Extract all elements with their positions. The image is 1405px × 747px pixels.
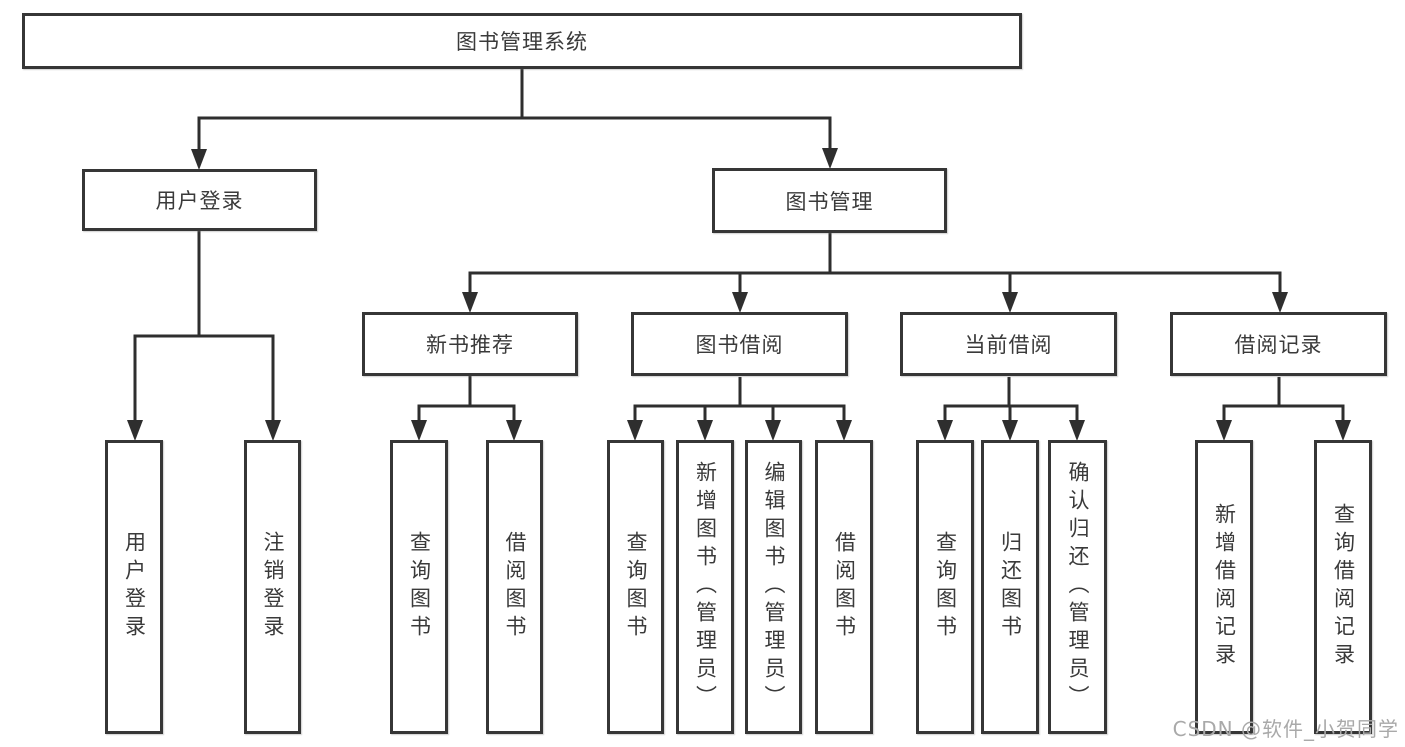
- node-user-login: 用户登录: [82, 169, 317, 231]
- node-new-book-recommendation: 新书推荐: [362, 312, 578, 376]
- leaf-add-book-admin: 新增图书（管理员）: [676, 440, 734, 734]
- node-label: 查询图书: [624, 531, 648, 643]
- node-label: 归还图书: [998, 531, 1023, 643]
- node-label: 借阅记录: [1234, 333, 1323, 357]
- leaf-edit-book-admin: 编辑图书（管理员）: [745, 440, 802, 734]
- node-library-management-system: 图书管理系统: [22, 13, 1022, 69]
- arrow-down-icon: [765, 420, 781, 441]
- node-label: 借阅图书: [832, 531, 857, 643]
- node-label: 查询图书: [933, 531, 958, 643]
- arrow-down-icon: [836, 420, 852, 441]
- leaf-borrow-books-2: 借阅图书: [815, 440, 873, 734]
- leaf-query-books-3: 查询图书: [916, 440, 974, 734]
- arrow-down-icon: [1002, 292, 1018, 313]
- node-label: 查询图书: [407, 531, 432, 643]
- node-label: 图书借阅: [695, 333, 784, 357]
- node-borrowing-records: 借阅记录: [1170, 312, 1387, 376]
- leaf-borrow-books-1: 借阅图书: [486, 440, 543, 734]
- arrow-down-icon: [697, 420, 713, 441]
- leaf-add-borrow-record: 新增借阅记录: [1195, 440, 1253, 734]
- node-label: 用户登录: [122, 531, 147, 643]
- leaf-user-login: 用户登录: [105, 440, 163, 734]
- node-label: 新增借阅记录: [1212, 503, 1237, 671]
- leaf-confirm-return-admin: 确认归还（管理员）: [1048, 440, 1107, 734]
- node-label: 注销登录: [261, 531, 285, 643]
- node-label: 新增图书（管理员）: [693, 461, 718, 713]
- arrow-down-icon: [937, 420, 953, 441]
- node-label: 当前借阅: [964, 333, 1053, 357]
- node-label: 编辑图书（管理员）: [762, 461, 786, 713]
- node-book-borrowing: 图书借阅: [631, 312, 848, 376]
- arrow-down-icon: [732, 292, 748, 313]
- arrow-down-icon: [1002, 420, 1018, 441]
- leaf-query-books-2: 查询图书: [607, 440, 664, 734]
- arrow-down-icon: [1272, 292, 1288, 313]
- leaf-return-book: 归还图书: [981, 440, 1039, 734]
- arrow-down-icon: [627, 420, 643, 441]
- node-label: 新书推荐: [426, 333, 514, 357]
- node-book-management: 图书管理: [712, 168, 947, 233]
- arrow-down-icon: [265, 420, 281, 441]
- arrow-down-icon: [506, 420, 522, 441]
- arrow-down-icon: [411, 420, 427, 441]
- arrow-down-icon: [1216, 420, 1232, 441]
- arrow-down-icon: [462, 292, 478, 313]
- node-label: 借阅图书: [503, 531, 527, 643]
- leaf-query-borrow-record: 查询借阅记录: [1314, 440, 1372, 734]
- node-label: 确认归还（管理员）: [1066, 461, 1090, 713]
- arrow-down-icon: [127, 420, 143, 441]
- leaf-query-books-1: 查询图书: [390, 440, 448, 734]
- node-label: 查询借阅记录: [1331, 503, 1356, 671]
- node-current-borrowing: 当前借阅: [900, 312, 1117, 376]
- node-label: 图书管理系统: [456, 30, 588, 54]
- node-label: 用户登录: [155, 189, 244, 213]
- arrow-down-icon: [1069, 420, 1085, 441]
- csdn-watermark: CSDN @软件_小贺同学: [1172, 717, 1399, 741]
- arrow-down-icon: [1335, 420, 1351, 441]
- arrow-down-icon: [822, 148, 838, 169]
- node-label: 图书管理: [785, 189, 874, 214]
- leaf-logout-login: 注销登录: [244, 440, 301, 734]
- arrow-down-icon: [191, 149, 207, 170]
